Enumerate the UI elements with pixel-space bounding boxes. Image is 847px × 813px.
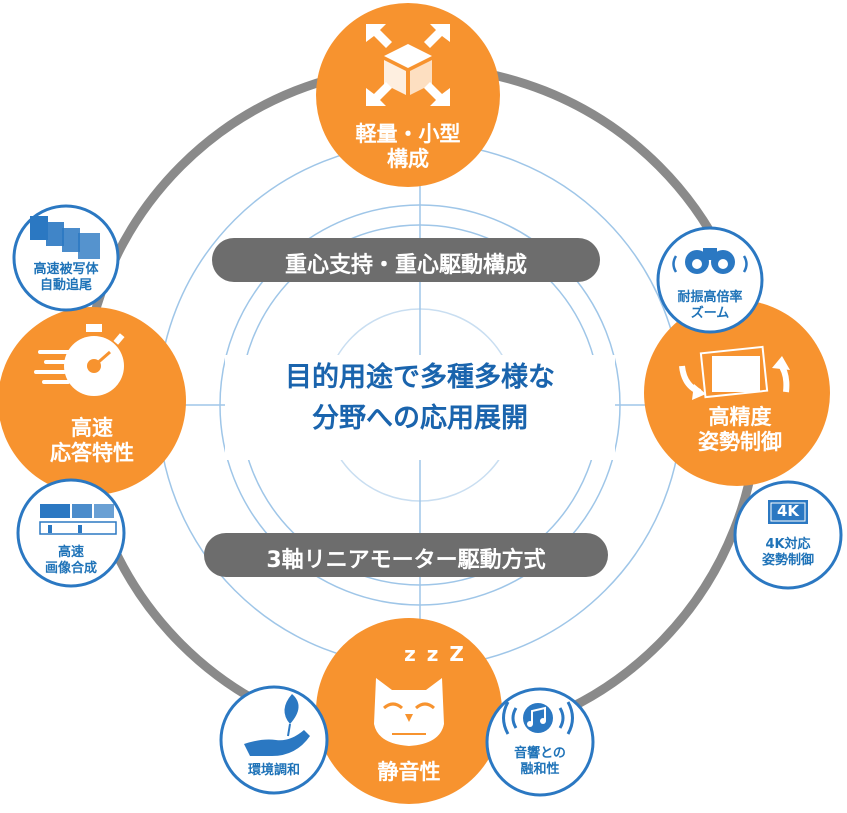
feature-precision-label: 高精度 姿勢制御 [650,405,830,455]
leaf-hand-icon [244,694,310,756]
feature-quiet-label: 静音性 [329,760,489,785]
sub-composite-label: 高速 画像合成 [19,545,123,578]
sub-4k-line1: 4K対応 [765,537,811,552]
sub-composite-line1: 高速 [57,545,84,560]
panorama-icon [39,504,117,535]
4k-badge-label: 4K [776,502,800,520]
sub-sound-line1: 音響との [514,746,566,761]
sleeping-owl-icon [374,678,444,746]
feature-response-line2: 応答特性 [50,441,134,466]
circle-compact [316,3,500,187]
sub-zoom-line2: ズーム [690,306,730,322]
top-pill-label: 重心支持・重心駆動構成 [284,253,527,278]
center-title-line1: 目的用途で多種多様な [285,362,555,393]
feature-quiet-line1: 静音性 [377,760,441,784]
stopwatch-icon [34,324,125,396]
center-title: 目的用途で多種多様な 分野への応用展開 [225,358,615,439]
feature-compact-line2: 構成 [387,147,429,172]
top-pill [212,238,600,282]
sub-4k-label: 4K対応 姿勢制御 [736,537,840,570]
sub-sound-label: 音響との 融和性 [488,746,592,779]
feature-compact-line1: 軽量・小型 [355,122,461,146]
film-strip-icon [30,216,100,259]
circle-zoom [656,226,764,334]
binoculars-icon [672,248,748,274]
circle-4k [733,480,843,590]
sub-zoom-line1: 耐振高倍率 [677,290,743,305]
sub-zoom-label: 耐振高倍率 ズーム [658,290,762,323]
4k-badge-icon [768,500,808,524]
bottom-pill-label: 3軸リニアモーター駆動方式 [266,548,546,573]
sub-sound-line2: 融和性 [520,762,560,778]
sub-tracking-label: 高速被写体 自動追尾 [14,262,118,295]
sub-composite-line2: 画像合成 [44,561,97,577]
zzz-icon: z z Z [404,642,466,666]
circle-response [0,307,186,495]
feature-precision-line1: 高精度 [708,405,772,429]
sub-eco-label: 環境調和 [222,763,326,779]
compress-box-icon [366,24,450,106]
feature-response-label: 高速 応答特性 [2,416,182,466]
sub-tracking-line1: 高速被写体 [33,262,99,277]
center-backdrop [225,355,615,460]
rotate-frames-icon [679,345,790,400]
sub-4k-line2: 姿勢制御 [761,553,814,569]
sub-tracking-line2: 自動追尾 [39,278,92,294]
feature-precision-line2: 姿勢制御 [698,430,782,455]
feature-response-line1: 高速 [71,416,113,440]
center-title-line2: 分野への応用展開 [312,402,528,434]
feature-compact-label: 軽量・小型 構成 [318,122,498,172]
bottom-pill [204,533,608,577]
music-note-icon [502,701,574,735]
sub-eco-line1: 環境調和 [247,763,300,778]
